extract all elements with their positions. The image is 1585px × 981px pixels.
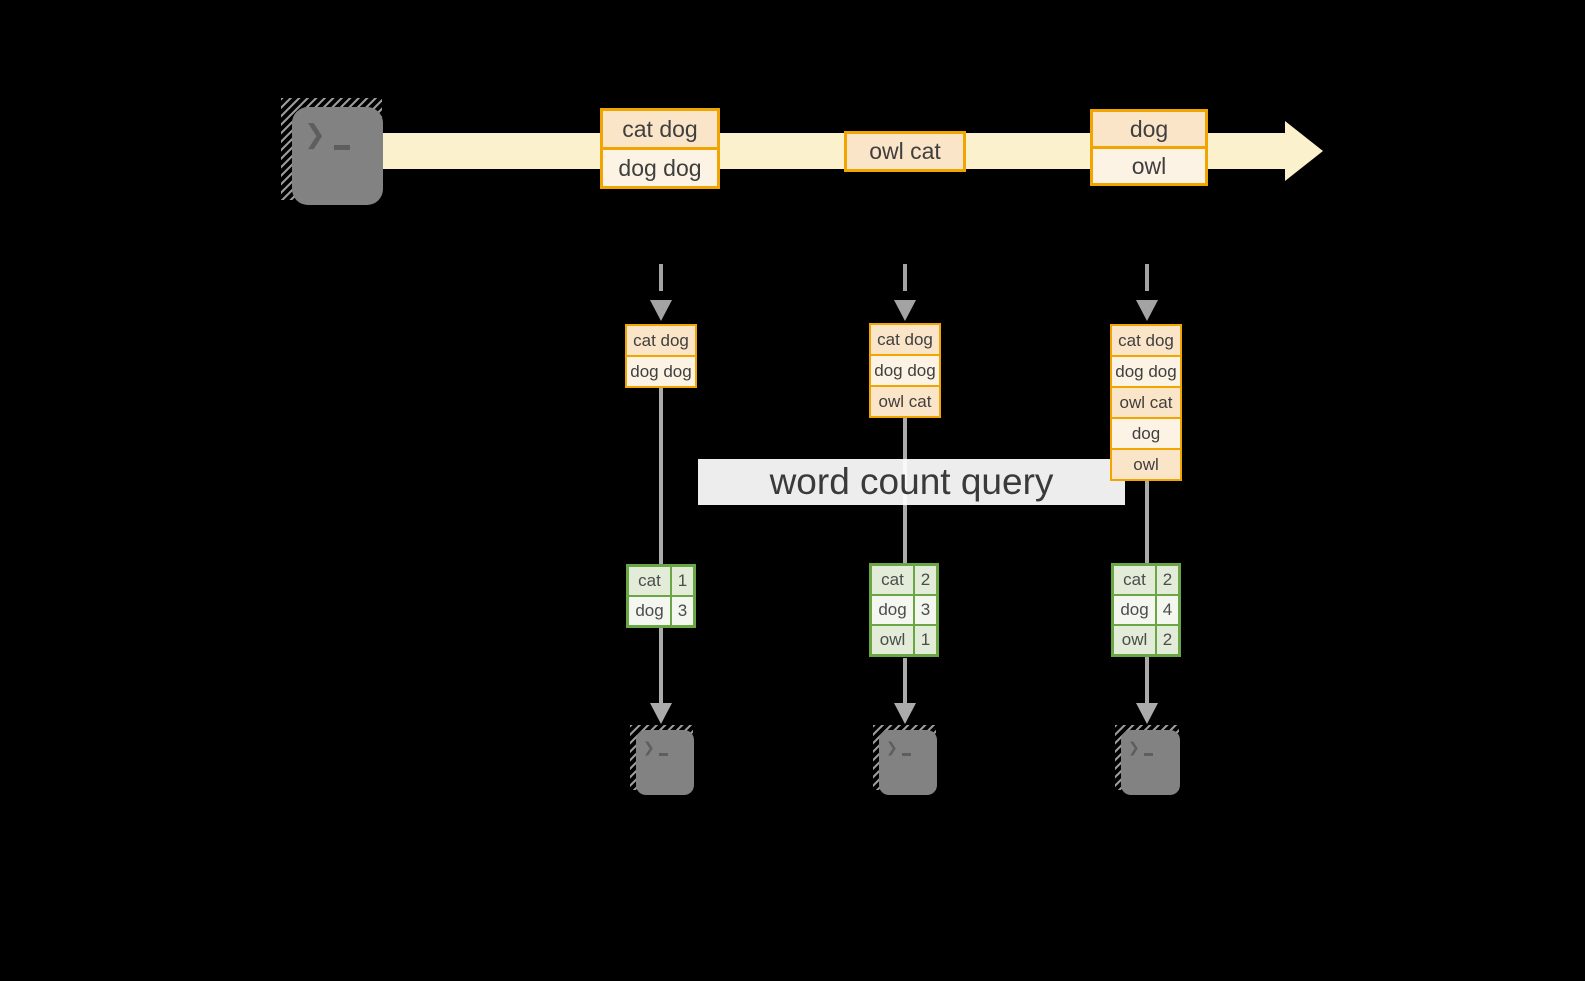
delivery-arrow-dash [1145, 264, 1149, 291]
terminal-prompt-icon: ❯ [886, 739, 898, 755]
consumer-1-count-table: cat 1 dog 3 [626, 564, 696, 628]
terminal-screen: ❯ [879, 730, 937, 795]
delivery-arrow-head [1136, 300, 1158, 321]
connector-arrow-head [1136, 703, 1158, 724]
buffered-record: dog [1110, 417, 1182, 450]
consumer-1-buffer: cat dog dog dog [625, 324, 697, 388]
connector-line [659, 387, 663, 564]
consumer-2-count-table: cat 2 dog 3 owl 1 [869, 563, 939, 657]
stream-message-2: owl cat [844, 131, 966, 172]
buffered-record: cat dog [625, 324, 697, 357]
buffered-record: cat dog [869, 323, 941, 356]
buffered-record: dog dog [625, 355, 697, 388]
count-value-cell: 2 [915, 566, 936, 594]
stream-record: cat dog [600, 108, 720, 150]
count-word-cell: dog [629, 597, 670, 625]
count-word-cell: dog [1114, 596, 1155, 624]
count-word-cell: owl [872, 626, 913, 654]
stream-arrow-head [1285, 121, 1323, 181]
stream-message-3: dog owl [1090, 109, 1208, 186]
consumer-3-count-table: cat 2 dog 4 owl 2 [1111, 563, 1181, 657]
terminal-cursor-icon [333, 145, 350, 150]
stream-message-1: cat dog dog dog [600, 108, 720, 189]
count-word-cell: dog [872, 596, 913, 624]
consumer-terminal-icon: ❯ [873, 725, 937, 795]
delivery-arrow-dash [659, 264, 663, 291]
buffered-record: owl cat [869, 385, 941, 418]
producer-terminal-icon: ❯ [281, 98, 383, 205]
terminal-cursor-icon [658, 753, 668, 756]
delivery-arrow-dash [903, 264, 907, 291]
stream-record: owl cat [844, 131, 966, 172]
delivery-arrow-head [894, 300, 916, 321]
consumer-2-buffer: cat dog dog dog owl cat [869, 323, 941, 418]
count-word-cell: cat [629, 567, 670, 595]
buffered-record: dog dog [1110, 355, 1182, 388]
query-banner-label: word count query [769, 461, 1054, 502]
stream-record: dog dog [600, 147, 720, 189]
terminal-cursor-icon [901, 753, 911, 756]
count-value-cell: 1 [915, 626, 936, 654]
terminal-screen: ❯ [1121, 730, 1180, 795]
terminal-prompt-icon: ❯ [304, 119, 326, 149]
connector-line [1145, 657, 1149, 703]
buffered-record: owl [1110, 448, 1182, 481]
terminal-prompt-icon: ❯ [1128, 739, 1140, 755]
terminal-screen: ❯ [292, 107, 383, 205]
stream-record: owl [1090, 146, 1208, 186]
stream-record: dog [1090, 109, 1208, 149]
terminal-cursor-icon [1143, 753, 1153, 756]
count-value-cell: 2 [1157, 566, 1178, 594]
buffered-record: owl cat [1110, 386, 1182, 419]
delivery-arrow-head [650, 300, 672, 321]
buffered-record: cat dog [1110, 324, 1182, 357]
buffered-record: dog dog [869, 354, 941, 387]
terminal-screen: ❯ [636, 730, 694, 795]
terminal-prompt-icon: ❯ [643, 739, 655, 755]
count-value-cell: 3 [915, 596, 936, 624]
count-word-cell: cat [1114, 566, 1155, 594]
connector-arrow-head [650, 703, 672, 724]
count-word-cell: cat [872, 566, 913, 594]
count-word-cell: owl [1114, 626, 1155, 654]
count-value-cell: 1 [672, 567, 693, 595]
connector-arrow-head [894, 703, 916, 724]
count-value-cell: 3 [672, 597, 693, 625]
connector-line [659, 628, 663, 703]
connector-line [1145, 480, 1149, 563]
consumer-3-buffer: cat dog dog dog owl cat dog owl [1110, 324, 1182, 481]
query-banner: word count query [698, 459, 1125, 505]
consumer-terminal-icon: ❯ [630, 725, 694, 795]
count-value-cell: 4 [1157, 596, 1178, 624]
connector-line [903, 658, 907, 703]
count-value-cell: 2 [1157, 626, 1178, 654]
consumer-terminal-icon: ❯ [1115, 725, 1180, 795]
